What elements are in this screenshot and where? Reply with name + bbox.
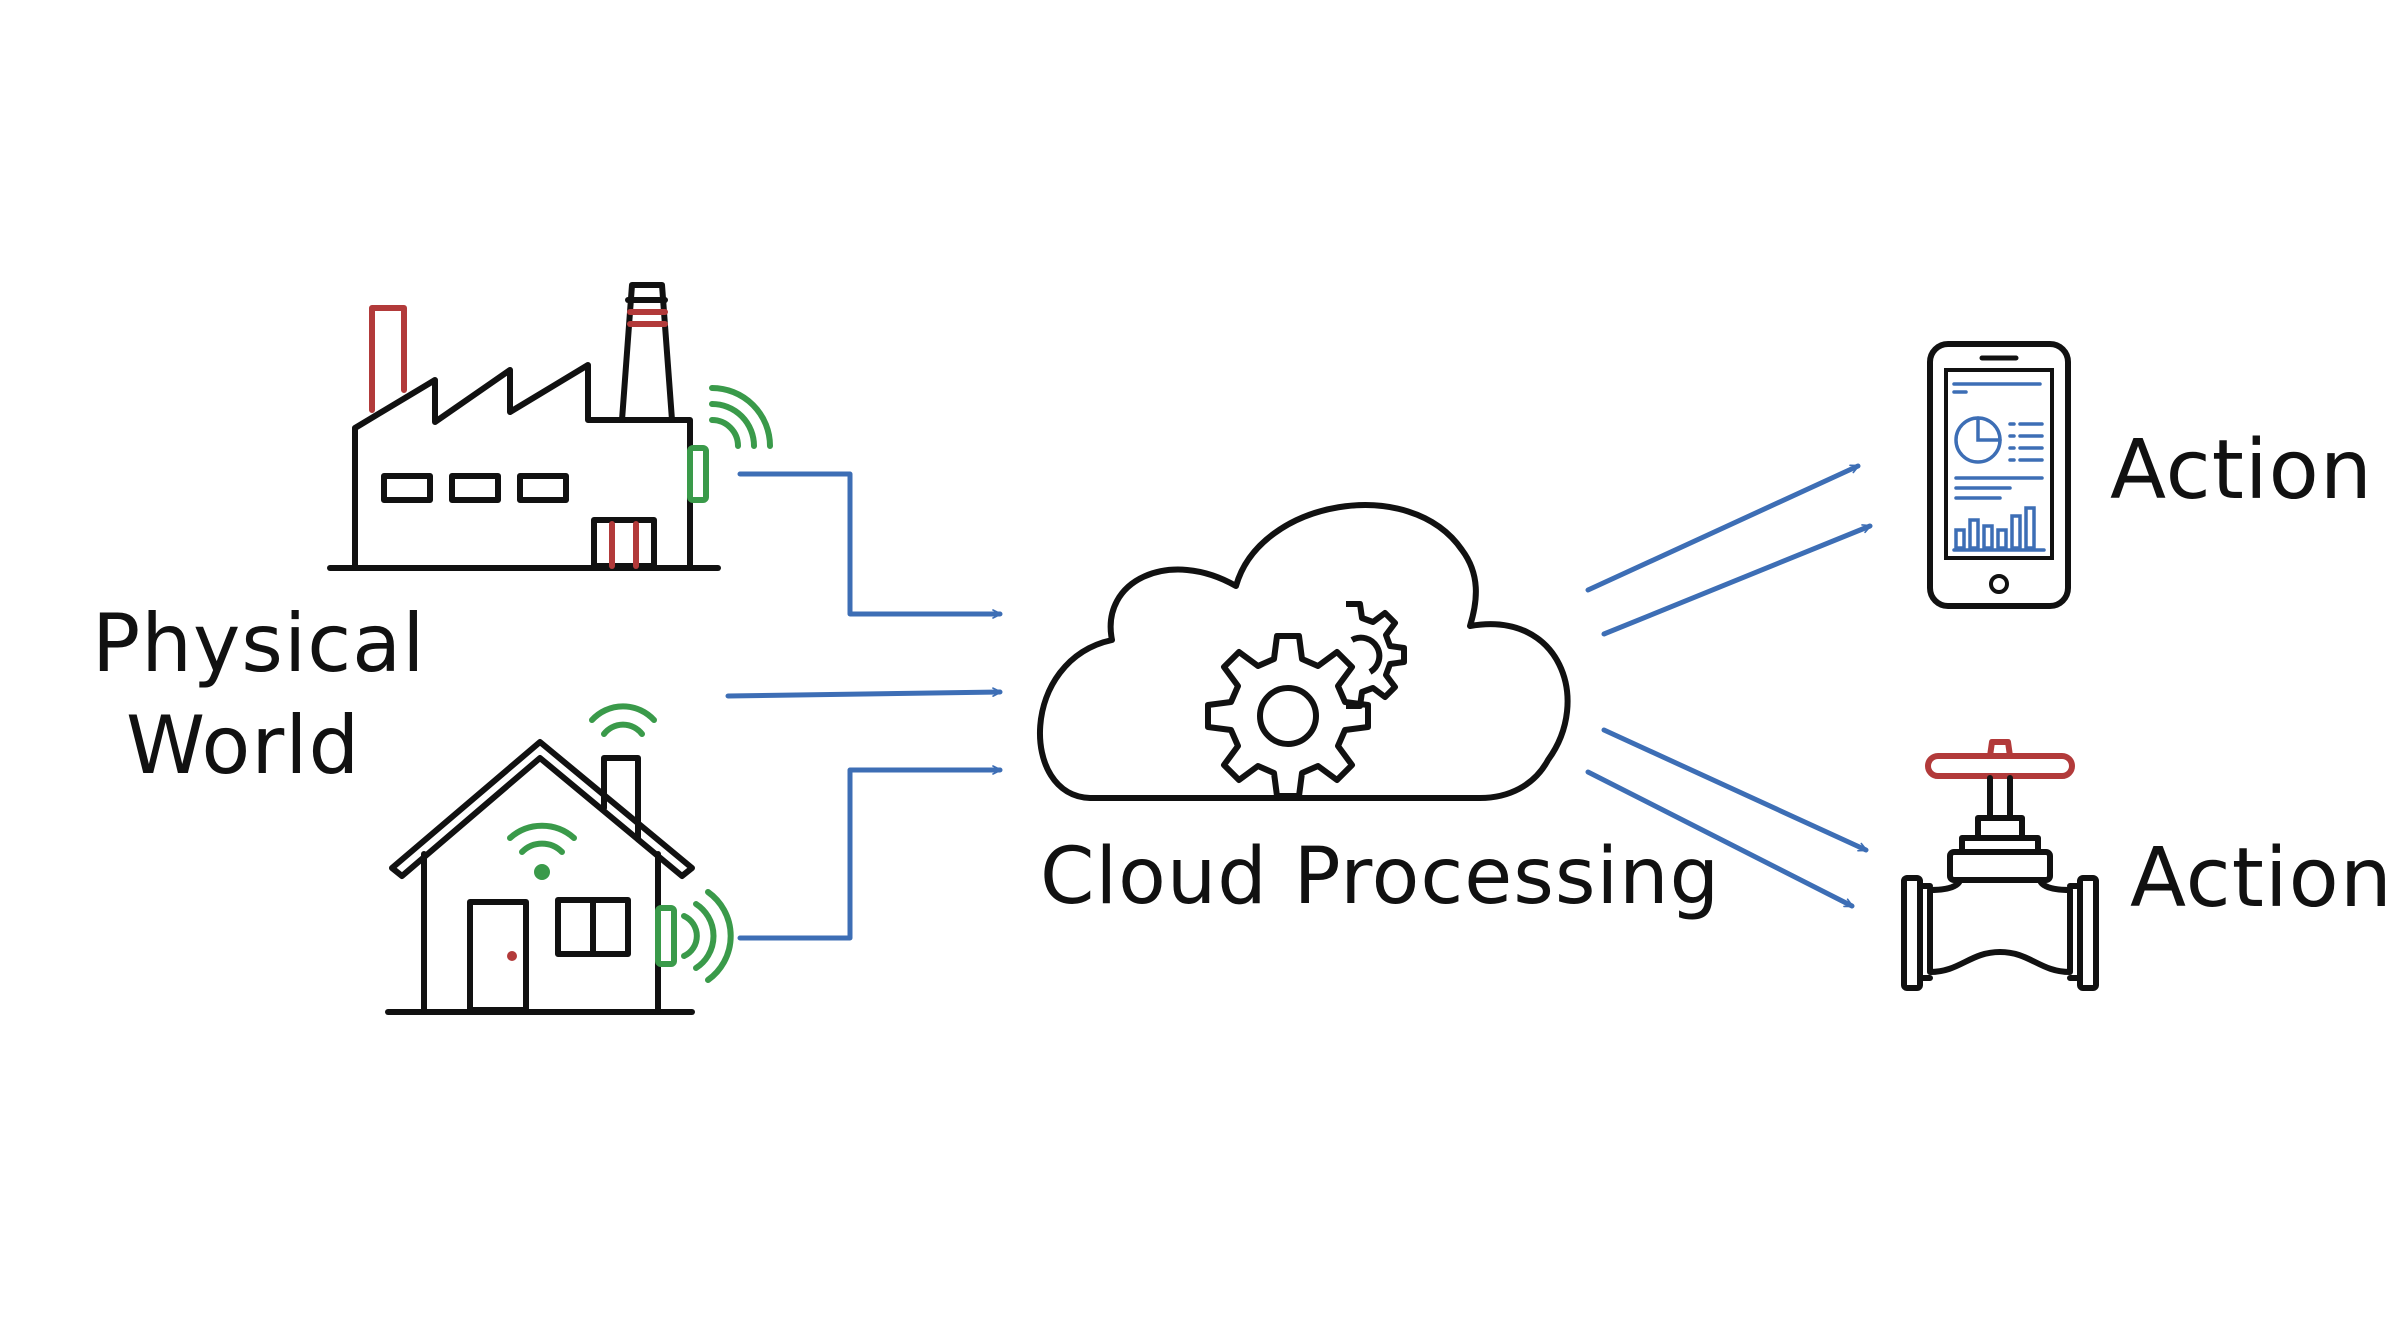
arrow-factory-to-cloud bbox=[737, 471, 1003, 619]
arrow-cloud-to-valve-1 bbox=[1601, 727, 1869, 853]
factory-sensor-icon bbox=[687, 385, 773, 503]
input-arrows bbox=[725, 471, 1003, 941]
valve-icon bbox=[1901, 739, 2099, 991]
arrow-house-to-cloud bbox=[737, 765, 1003, 941]
gears-icon bbox=[1205, 601, 1407, 799]
house-icon bbox=[385, 739, 695, 1015]
action-label-bottom: Action bbox=[2130, 831, 2393, 926]
physical-world-label-line1: Physical bbox=[92, 597, 426, 690]
output-arrows bbox=[1585, 463, 1873, 909]
arrow-cloud-to-valve-2 bbox=[1585, 769, 1855, 909]
factory-chimney-red bbox=[369, 305, 668, 569]
action-label-top: Action bbox=[2110, 423, 2373, 518]
cloud-processing-label: Cloud Processing bbox=[1040, 832, 1721, 922]
cloud-icon bbox=[1037, 502, 1571, 801]
smartphone-dashboard-icon bbox=[1927, 341, 2071, 609]
arrow-cloud-to-phone-1 bbox=[1585, 463, 1861, 593]
arrow-cloud-to-phone-2 bbox=[1601, 523, 1873, 637]
arrow-middle-to-cloud bbox=[725, 687, 1003, 699]
door-knob bbox=[507, 951, 517, 961]
physical-world-label-line2: World bbox=[126, 699, 361, 792]
factory-icon bbox=[327, 282, 721, 571]
house-wifi-icon bbox=[507, 703, 734, 983]
